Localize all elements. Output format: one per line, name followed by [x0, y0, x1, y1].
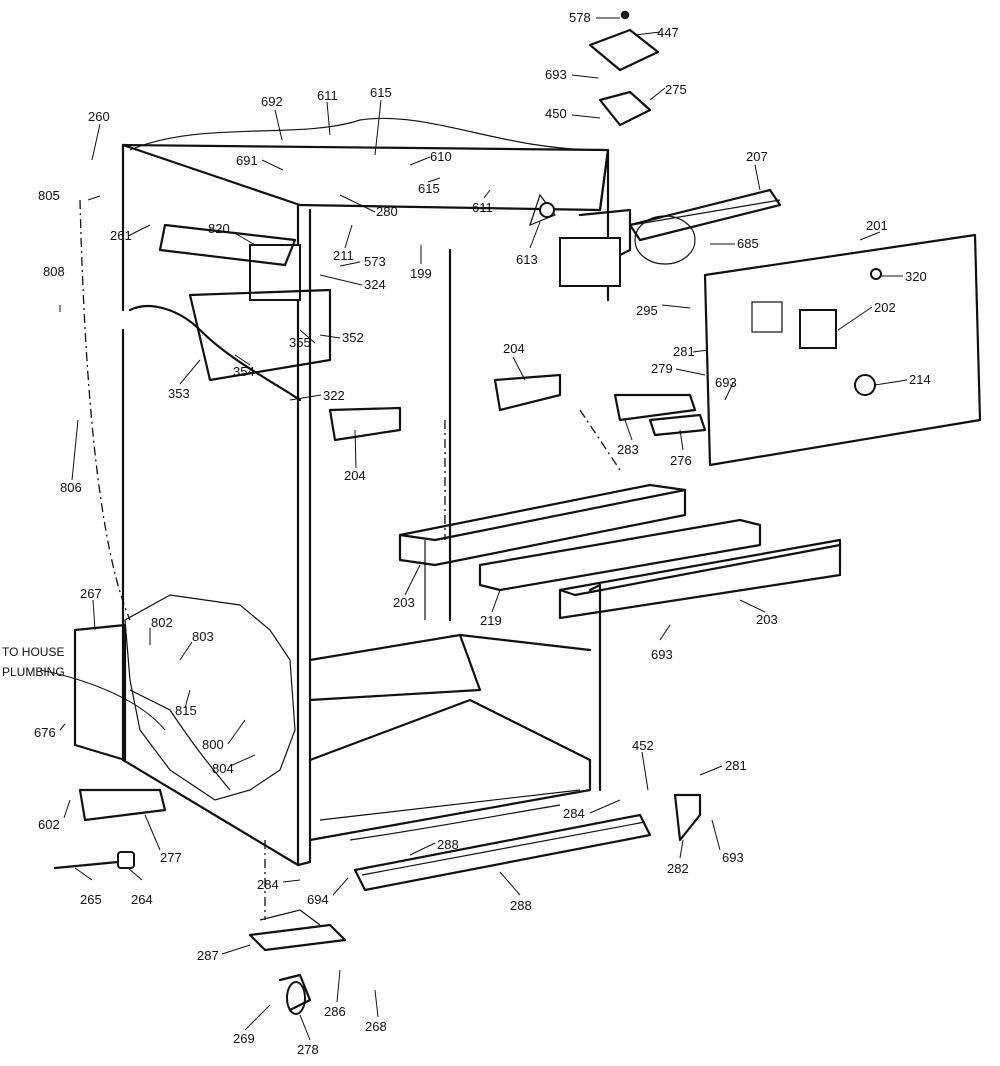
part-label: 278	[297, 1042, 319, 1057]
part-label: 199	[410, 266, 432, 281]
part-label: 452	[632, 738, 654, 753]
part-label: 284	[257, 877, 279, 892]
part-label: 804	[212, 761, 234, 776]
part-label: 283	[617, 442, 639, 457]
part-label: 275	[665, 82, 687, 97]
part-label: 204	[503, 341, 525, 356]
part-label: 693	[715, 375, 737, 390]
part-label: 352	[342, 330, 364, 345]
part-label: 805	[38, 188, 60, 203]
part-label: 615	[418, 181, 440, 196]
part-label: 284	[563, 806, 585, 821]
part-label: 265	[80, 892, 102, 907]
part-label: 269	[233, 1031, 255, 1046]
leader-lines	[59, 17, 908, 1041]
part-label: 276	[670, 453, 692, 468]
part-label: 264	[131, 892, 153, 907]
part-label: 676	[34, 725, 56, 740]
part-label: 282	[667, 861, 689, 876]
control-panel	[703, 233, 982, 467]
part-labels: 578 447 693 275 450 207 692 611 615 260 …	[34, 10, 931, 1057]
part-label: 602	[38, 817, 60, 832]
part-label: 295	[636, 303, 658, 318]
part-label: 353	[168, 386, 190, 401]
part-label: 214	[909, 372, 931, 387]
part-label: 450	[545, 106, 567, 121]
part-label: 322	[323, 388, 345, 403]
part-label: 267	[80, 586, 102, 601]
part-label: 320	[905, 269, 927, 284]
part-label: 204	[344, 468, 366, 483]
part-label: 277	[160, 850, 182, 865]
plumbing-note-line1: TO HOUSE	[2, 645, 64, 659]
part-label: 800	[202, 737, 224, 752]
part-label: 693	[651, 647, 673, 662]
part-label: 578	[569, 10, 591, 25]
part-label: 202	[874, 300, 896, 315]
part-label: 281	[673, 344, 695, 359]
part-label: 685	[737, 236, 759, 251]
part-label: 693	[722, 850, 744, 865]
part-label: 203	[393, 595, 415, 610]
part-label: 287	[197, 948, 219, 963]
part-label: 324	[364, 277, 386, 292]
part-label: 815	[175, 703, 197, 718]
part-label: 820	[208, 221, 230, 236]
part-label: 447	[657, 25, 679, 40]
part-label: 573	[364, 254, 386, 269]
part-label: 219	[480, 613, 502, 628]
part-label: 694	[307, 892, 329, 907]
part-label: 260	[88, 109, 110, 124]
part-label: 808	[43, 264, 65, 279]
part-label: 288	[437, 837, 459, 852]
part-label: 281	[725, 758, 747, 773]
fan-assembly	[529, 188, 782, 287]
part-label: 279	[651, 361, 673, 376]
part-label: 610	[430, 149, 452, 164]
part-label: 280	[376, 204, 398, 219]
part-label: 207	[746, 149, 768, 164]
part-label: 611	[472, 200, 493, 215]
part-label: 355	[289, 335, 311, 350]
part-label: 288	[510, 898, 532, 913]
part-label: 803	[192, 629, 214, 644]
cabinet	[121, 143, 610, 867]
part-label: 211	[333, 248, 354, 263]
part-label: 806	[60, 480, 82, 495]
part-label: 354	[233, 364, 255, 379]
part-label: 201	[866, 218, 888, 233]
part-label: 802	[151, 615, 173, 630]
plumbing-note-line2: PLUMBING	[2, 665, 65, 679]
part-label: 615	[370, 85, 392, 100]
part-label: 261	[110, 228, 132, 243]
part-label: 286	[324, 1004, 346, 1019]
cross-rails	[398, 483, 842, 620]
part-label: 613	[516, 252, 538, 267]
part-label: 692	[261, 94, 283, 109]
part-label: 691	[236, 153, 258, 168]
part-label: 268	[365, 1019, 387, 1034]
part-label: 693	[545, 67, 567, 82]
part-label: 611	[317, 88, 338, 103]
upper-components	[128, 223, 707, 442]
thermostat-parts	[588, 10, 660, 127]
part-label: 203	[756, 612, 778, 627]
